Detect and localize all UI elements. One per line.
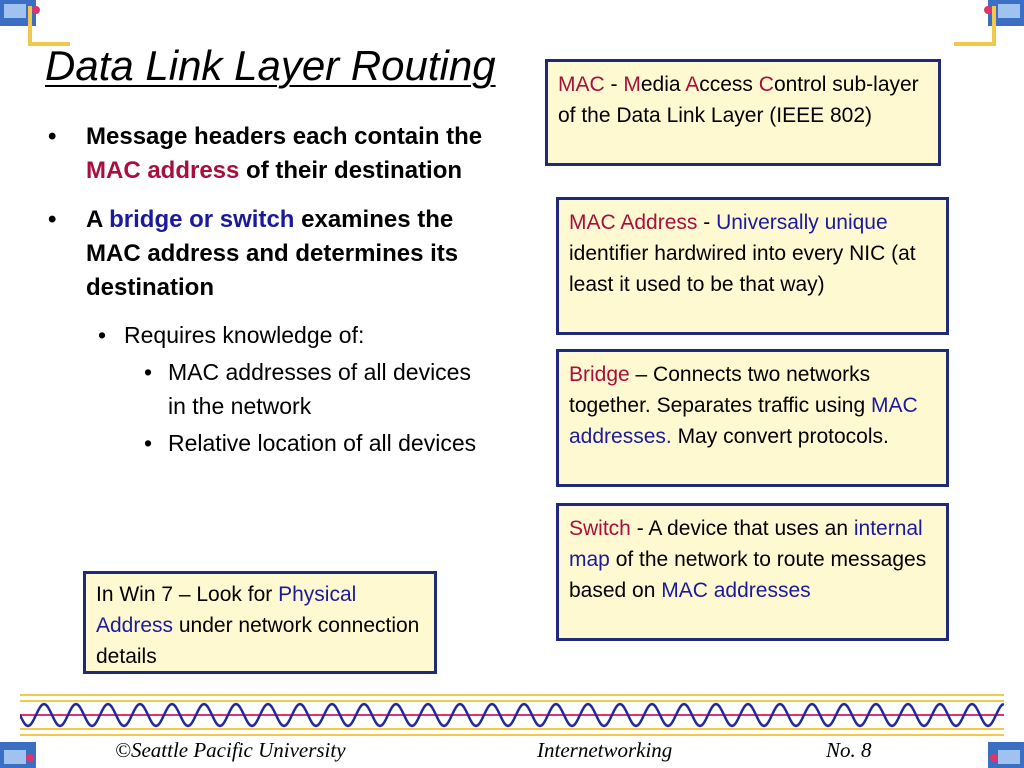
callout-text: of the network to route messages based o… (569, 548, 927, 602)
callout-text: In Win 7 – Look for (96, 583, 279, 606)
bullet-text: examines the MAC address and determines … (86, 206, 459, 301)
acronym-letter-m: M (623, 73, 641, 96)
callout-text: - A device that uses an (630, 517, 854, 540)
callout-text: May convert protocols. (671, 425, 889, 448)
callout-highlight: MAC addresses. (569, 394, 918, 448)
bullet-highlight: MAC address (86, 157, 240, 184)
callout-highlight: Universally unique (716, 211, 888, 234)
callout-win7-tip: In Win 7 – Look for Physical Address und… (83, 571, 437, 674)
callout-text: edia (640, 73, 686, 96)
callout-text: under network connection details (96, 614, 420, 668)
corner-decoration-bottom-left (0, 718, 80, 768)
corner-decoration-bottom-right (944, 718, 1024, 768)
bullet-highlight: bridge or switch (109, 206, 295, 233)
callout-text: - (697, 211, 717, 234)
footer-wave (20, 702, 1004, 728)
bullet-bridge-switch: A bridge or switch examines the MAC addr… (48, 203, 488, 305)
callout-highlight: Physical Address (96, 583, 357, 637)
sub-sub-bullet-relative-location: Relative location of all devices (144, 426, 488, 460)
corner-decoration-top-left (0, 0, 80, 50)
acronym-letter-c: C (758, 73, 774, 96)
callout-text: ccess (699, 73, 759, 96)
callout-highlight: internal map (569, 517, 923, 571)
footer-copyright: ©Seattle Pacific University (115, 738, 346, 762)
callout-text: ontrol sub-layer of the Data Link Layer … (558, 73, 919, 127)
footer-wave-band (20, 694, 1004, 736)
footer-topic: Internetworking (537, 738, 673, 762)
callout-highlight: MAC addresses (661, 579, 811, 602)
callout-text: – Connects two networks together. Separa… (569, 363, 871, 417)
term-mac: MAC (558, 73, 605, 96)
bullet-text: Message headers each contain the (86, 123, 483, 150)
corner-decoration-top-right (944, 0, 1024, 50)
term-bridge: Bridge (569, 363, 630, 386)
sub-bullet-requires-knowledge: Requires knowledge of: (98, 318, 488, 352)
callout-mac-address-definition: MAC Address - Universally unique identif… (556, 197, 949, 335)
callout-text: identifier hardwired into every NIC (at … (569, 242, 916, 296)
sub-sub-bullet-mac-addresses: MAC addresses of all devices in the netw… (144, 355, 488, 423)
bullet-text: of their destination (239, 157, 463, 184)
callout-text: - (604, 73, 624, 96)
term-mac-address: MAC Address (569, 211, 698, 234)
bullet-text: A (86, 206, 110, 233)
term-switch: Switch (569, 517, 631, 540)
bullet-mac-headers: Message headers each contain the MAC add… (48, 120, 488, 188)
footer-page-number: No. 8 (826, 738, 872, 762)
callout-bridge-definition: Bridge – Connects two networks together.… (556, 349, 949, 487)
callout-switch-definition: Switch - A device that uses an internal … (556, 503, 949, 641)
bullet-list: Message headers each contain the MAC add… (48, 120, 488, 460)
acronym-letter-a: A (685, 73, 700, 96)
callout-mac-definition: MAC - Media Access Control sub-layer of … (545, 59, 941, 166)
slide-title: Data Link Layer Routing (45, 42, 496, 89)
